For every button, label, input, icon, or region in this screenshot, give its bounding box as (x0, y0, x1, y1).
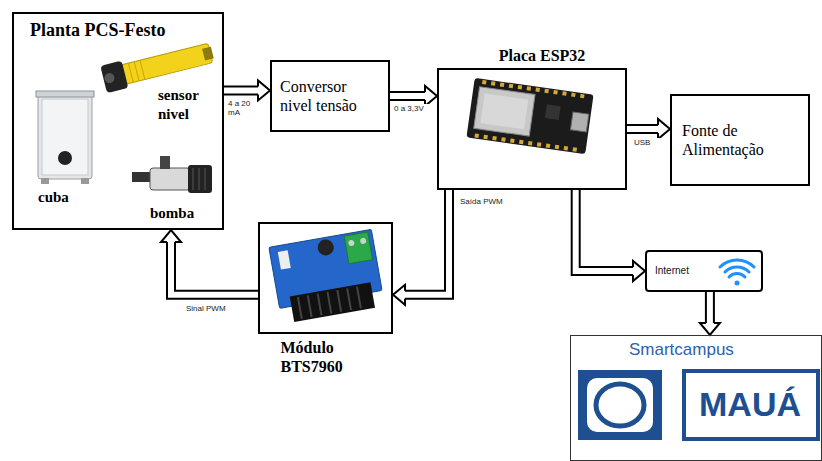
board-node: Placa ESP32 (437, 46, 627, 190)
arrow-head (658, 119, 670, 139)
smartcampus-box: SmartcampusMAUÁ (570, 335, 822, 461)
block-arrow (576, 190, 645, 281)
arrow-head (425, 86, 437, 106)
arrow-outline (705, 292, 715, 323)
arrow-head (633, 261, 645, 281)
signal-label: Saída PWM (460, 197, 510, 206)
arrow-outline (627, 124, 658, 134)
level-sensor-illustration (100, 39, 215, 93)
arrow-head (393, 285, 405, 305)
process-box: Fonte de Alimentação (670, 94, 810, 186)
node-title: Planta PCS-Festo (30, 20, 220, 42)
process-box: Conversor nivel tensão (270, 60, 390, 132)
block-arrow (390, 86, 437, 106)
board-frame (437, 68, 627, 190)
box-label: Conversor nivel tensão (280, 77, 380, 115)
box-label: Internet (655, 265, 753, 277)
maua-logo (578, 370, 818, 440)
bts7960-module-illustration (269, 229, 385, 324)
node-title: Smartcampus (629, 340, 799, 360)
arrow-outline (576, 190, 633, 271)
arrow-outline (405, 190, 449, 295)
arrow-fill (627, 126, 658, 132)
block-arrow (224, 80, 270, 100)
arrow-fill (707, 292, 713, 323)
block-arrow (627, 119, 670, 139)
arrow-outline (171, 242, 258, 295)
signal-label: 4 a 20 mA (228, 99, 254, 117)
arrow-head (258, 80, 270, 100)
part-label: cuba (38, 188, 98, 207)
esp32-board-illustration (466, 78, 593, 154)
pump-illustration (132, 156, 212, 193)
arrow-head (700, 323, 720, 335)
arrow-fill (171, 242, 258, 295)
block-arrow (700, 292, 720, 335)
module-node: Módulo BTS7960 (258, 222, 393, 376)
internet-box: Internet (645, 250, 763, 292)
arrow-fill (576, 190, 633, 271)
signal-label: USB (634, 138, 664, 147)
signal-label: Sinal PWM (186, 304, 236, 313)
module-frame (258, 222, 393, 334)
plant-box: Planta PCS-Festo sensor nivel cuba bomba (12, 12, 224, 230)
part-label: sensor nivel (158, 86, 214, 124)
arrow-head (161, 230, 181, 242)
arrow-fill (390, 93, 425, 99)
module-heading: Módulo BTS7960 (281, 338, 371, 376)
arrow-fill (405, 190, 449, 295)
signal-label: 0 a 3,3V (394, 104, 434, 113)
block-arrow (393, 190, 449, 305)
arrow-fill (224, 87, 258, 93)
block-arrow (161, 230, 258, 295)
arrow-outline (390, 91, 425, 101)
part-label: bomba (150, 204, 220, 223)
box-label: Fonte de Alimentação (682, 121, 798, 159)
arrow-outline (224, 85, 258, 95)
wifi-icon (720, 260, 754, 286)
board-heading: Placa ESP32 (437, 46, 627, 66)
tank-illustration (36, 91, 94, 184)
logo-text: MAUÁ (685, 371, 815, 437)
